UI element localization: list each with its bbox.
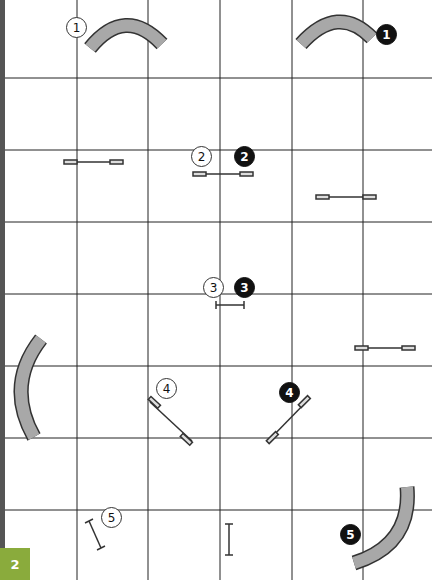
callout-number: 4 (279, 382, 300, 403)
callout-number: 5 (340, 524, 361, 545)
callout-number: 1 (376, 24, 397, 45)
callout-number: 3 (203, 277, 224, 298)
callout-number: 5 (101, 507, 122, 528)
jumps (64, 160, 415, 555)
callout-number: 2 (234, 146, 255, 167)
page-number: 2 (0, 548, 30, 580)
callout-number: 4 (156, 378, 177, 399)
tunnels (21, 22, 407, 563)
border (0, 0, 5, 580)
grid (5, 0, 432, 580)
callout-number: 3 (234, 277, 255, 298)
callout-number: 1 (66, 17, 87, 38)
callout-number: 2 (191, 146, 212, 167)
